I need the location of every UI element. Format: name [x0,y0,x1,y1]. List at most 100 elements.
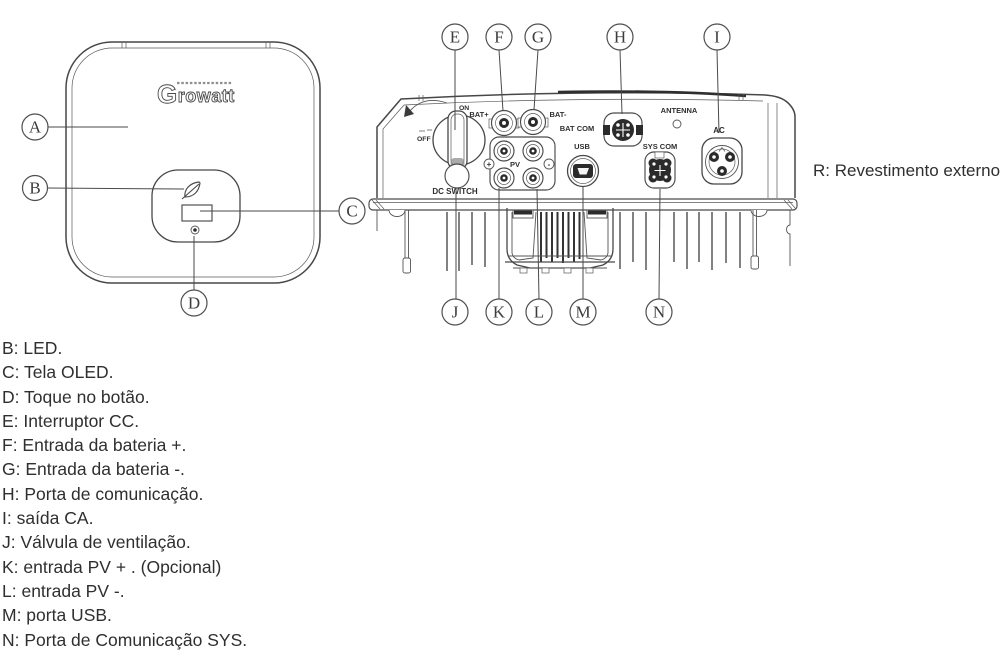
display-panel [151,169,241,243]
foot-right [750,209,768,217]
vent-valve [444,163,470,189]
off-label: OFF [417,136,431,143]
fins-left [446,212,486,271]
callout-l: L [525,298,553,326]
battery-plus-connector [488,109,520,137]
svg-text:D: D [188,294,200,313]
bat-com-label: BAT COM [560,124,594,133]
polarity-minus-icon [543,158,555,170]
bat-plus-label: BAT+ [469,110,489,119]
legend-item: E: Interruptor CC. [2,410,140,431]
pv-terminal [493,167,515,189]
sys-com-label: SYS COM [643,142,678,151]
svg-text:F: F [494,28,503,47]
svg-text:G: G [532,28,544,47]
fins-right [619,212,741,270]
center-fin-block [505,208,615,274]
front-view: Growatt A B C D [21,41,366,317]
body-inner-left [382,104,405,198]
legend-item: L: entrada PV -. [2,580,125,601]
callout-i: I [703,23,731,51]
right-edge-notch [786,210,791,266]
body-inner-top [403,98,764,106]
top-seam-ticks [418,94,744,101]
legend: B: LED. C: Tela OLED. D: Toque no botão.… [2,336,247,652]
antenna-hole [672,119,682,129]
svg-text:M: M [575,303,590,322]
svg-text:C: C [346,202,357,221]
sys-com-port [644,151,676,189]
dc-switch: ON OFF [404,100,486,170]
callout-c: C [338,197,366,225]
svg-text:B: B [29,179,40,198]
bat-com-port [603,112,643,147]
leader-i [716,49,720,134]
legend-item: F: Entrada da bateria +. [2,435,187,456]
leader-g [533,49,539,111]
leader-n [658,188,661,300]
enclosure-outline [65,41,321,284]
side-note-r: R: Revestimento externo. [813,161,1000,180]
svg-text:-: - [548,160,551,169]
legend-item: J: Válvula de ventilação. [2,532,191,553]
battery-minus-connector [517,108,549,136]
foot-left [388,209,406,217]
touch-button [190,225,200,235]
rotation-arrowhead [404,105,414,117]
polarity-plus-icon [483,158,495,170]
svg-text:N: N [653,303,665,322]
legend-item: N: Porta de Comunicação SYS. [2,629,248,650]
legend-item: K: entrada PV + . (Opcional) [2,556,222,577]
leader-f [498,49,504,112]
seam-ticks [121,42,271,48]
leader-l [536,188,540,300]
legend-item: I: saída CA. [2,508,94,529]
callout-k: K [485,298,513,326]
led-leaf-icon [181,181,201,200]
svg-text:H: H [614,28,626,47]
pv-label: PV [510,160,520,169]
legend-item: B: LED. [2,338,63,358]
leader-b [46,187,185,190]
bar-end-hatches [371,199,797,210]
svg-text:K: K [493,303,506,322]
svg-text:L: L [534,303,544,322]
svg-text:A: A [29,118,42,137]
leader-h [619,49,623,115]
callout-h: H [606,23,634,51]
callout-b: B [21,174,49,202]
pv-connector-block: PV + - [483,136,556,191]
antenna-label: ANTENNA [661,106,698,115]
svg-text:E: E [450,28,460,47]
legend-item: H: Porta de comunicação. [2,483,204,504]
bottom-view: ON OFF DC SWITCH BAT+ BAT- PV + [368,23,798,326]
pv-terminal [522,167,544,189]
rotation-arrow [408,100,448,113]
body-outline [376,92,796,198]
ac-output-connector [701,137,743,185]
dc-switch-label: DC SWITCH [432,187,478,196]
svg-text:I: I [714,28,720,47]
callout-d: D [180,289,208,317]
oled-screen [181,204,213,222]
svg-text:J: J [452,303,459,322]
svg-text:+: + [487,160,492,169]
callout-a: A [21,113,49,141]
callout-n: N [645,298,673,326]
pv-terminal [493,140,515,162]
legend-item: C: Tela OLED. [2,362,114,383]
pv-terminal [522,140,544,162]
on-label: ON [459,105,469,112]
callout-j: J [441,298,469,326]
body-inner-right [767,103,778,198]
growatt-logo: Growatt [157,79,235,110]
callout-f: F [485,23,513,51]
callout-m: M [569,298,597,326]
callout-g: G [524,23,552,51]
legend-item: M: porta USB. [2,605,112,626]
legend-item: G: Entrada da bateria -. [2,459,185,480]
usb-label: USB [574,142,590,151]
legend-item: D: Toque no botão. [2,386,150,407]
bat-minus-label: BAT- [550,110,567,119]
